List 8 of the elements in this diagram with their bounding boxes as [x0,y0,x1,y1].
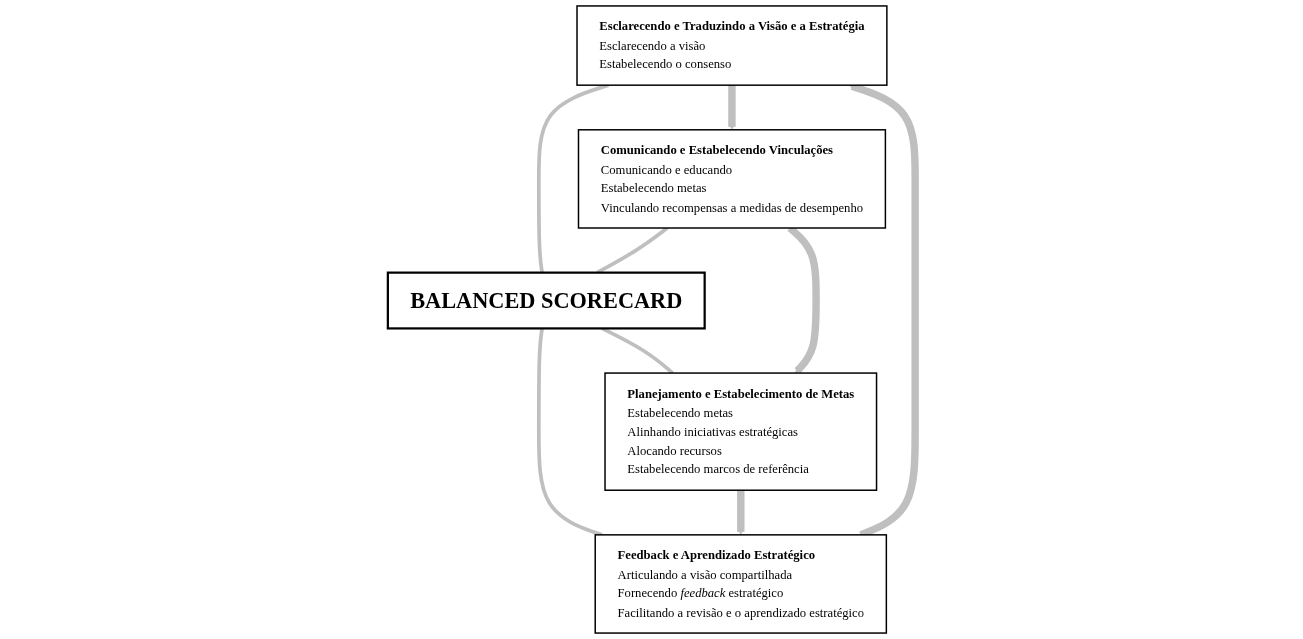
arrow [737,490,745,536]
node-box: Planejamento e Estabelecimento de Metas Estabelecendo metas Alinhando iniciativas estratégicas Alocando recursos Estabelecendo marcos de referência [604,372,878,491]
arrow [728,85,736,131]
node-box: BALANCED SCORECARD [386,271,706,330]
connector [536,328,603,537]
node-box: Esclarecendo e Traduzindo a Visão e a Estratégia Esclarecendo a visão Estabelecendo o consenso [576,5,888,86]
node-box: Feedback e Aprendizado Estratégico Articulando a visão compartilhada Fornecendo feedback estratégico Facilitando a revisão e o aprendizado estratégico [594,534,888,634]
node-box: Comunicando e Estabelecendo Vinculações Comunicando e educando Estabelecendo metas Vinculando recompensas a medidas de desempenho [577,129,887,229]
